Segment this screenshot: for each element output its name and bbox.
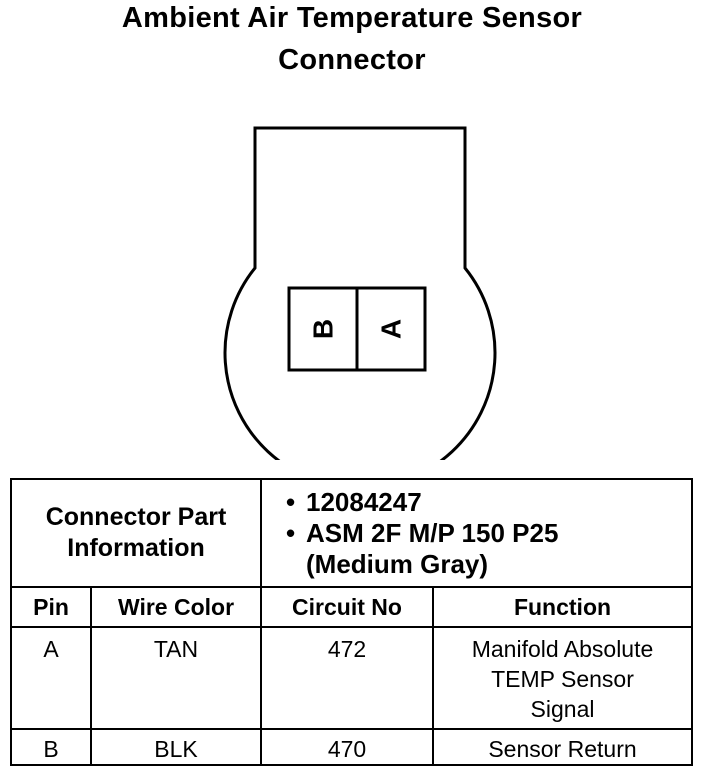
connector-table: Connector Part Information • 12084247 • … (10, 478, 694, 766)
part-info-values: • 12084247 • ASM 2F M/P 150 P25 (Medium … (259, 478, 694, 588)
cell-function: Manifold Absolute TEMP Sensor Signal (431, 626, 694, 730)
cell-pin: B (10, 728, 92, 766)
part-info-row: Connector Part Information • 12084247 • … (10, 478, 694, 588)
table-row: B BLK 470 Sensor Return (10, 728, 694, 766)
pin-b-label: B (308, 319, 339, 339)
header-function: Function (431, 586, 694, 628)
header-pin: Pin (10, 586, 92, 628)
bullet-icon: • (286, 517, 296, 548)
part-info-label-line1: Connector Part (45, 503, 227, 531)
part-info-item: (Medium Gray) (306, 548, 489, 579)
cell-function: Sensor Return (431, 728, 694, 766)
cell-circuit: 470 (260, 728, 434, 766)
connector-diagram: B A (223, 126, 497, 460)
connector-outline (223, 126, 497, 460)
page-title-line2: Connector (278, 44, 426, 76)
cell-circuit: 472 (260, 626, 434, 730)
page-title-line1: Ambient Air Temperature Sensor (121, 2, 583, 34)
terminal-cavity-a (355, 286, 427, 372)
header-circuit-no: Circuit No (260, 586, 434, 628)
part-info-item: • 12084247 (286, 486, 422, 517)
table-header-row: Pin Wire Color Circuit No Function (10, 586, 694, 628)
part-info-label: Connector Part Information (10, 478, 262, 588)
cell-wire-color: TAN (90, 626, 262, 730)
table-row: A TAN 472 Manifold Absolute TEMP Sensor … (10, 626, 694, 730)
cell-wire-color: BLK (90, 728, 262, 766)
part-info-label-line2: Information (67, 534, 205, 562)
cell-pin: A (10, 626, 92, 730)
pin-a-label: A (376, 319, 407, 339)
bullet-icon: • (286, 486, 296, 517)
part-info-item: • ASM 2F M/P 150 P25 (286, 517, 559, 548)
header-wire-color: Wire Color (90, 586, 262, 628)
